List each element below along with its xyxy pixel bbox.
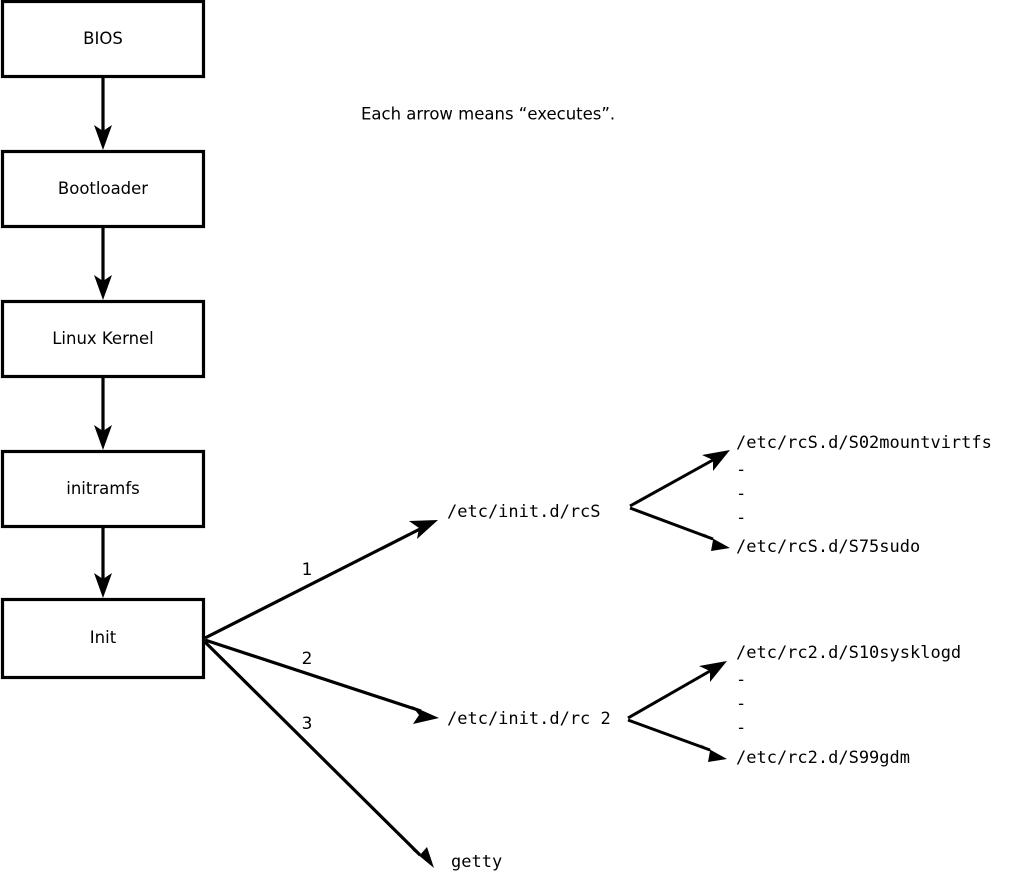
arrow-head-icon xyxy=(703,533,730,551)
node-bios[interactable]: BIOS xyxy=(0,0,206,79)
connector-bios-to-bootloader xyxy=(94,77,112,150)
node-rc2-label[interactable]: /etc/init.d/rc 2 xyxy=(447,709,611,729)
connector-rcs-to-first-script xyxy=(629,450,730,508)
arrow-head-icon xyxy=(411,847,434,868)
arrow-head-icon xyxy=(94,425,112,450)
rc2-script-last: /etc/rc2.d/S99gdm xyxy=(736,748,910,768)
arrow-head-icon xyxy=(699,661,727,682)
branch-number-2: 2 xyxy=(302,649,313,669)
connector-rc2-to-last-script xyxy=(627,718,727,762)
rcs-script-last: /etc/rcS.d/S75sudo xyxy=(736,537,920,557)
node-bootloader-label: Bootloader xyxy=(58,179,148,198)
node-initramfs-label: initramfs xyxy=(66,479,139,498)
branch-number-1: 1 xyxy=(302,560,313,580)
connector-init-to-getty xyxy=(203,640,434,868)
rcs-ellipsis-dash-2: - xyxy=(736,484,746,504)
legend-note: Each arrow means “executes”. xyxy=(361,105,615,124)
rc2-ellipsis-dash-3: - xyxy=(736,718,746,738)
connector-init-to-rc2 xyxy=(204,638,439,724)
connector-bootloader-to-kernel xyxy=(94,227,112,300)
node-linux-kernel-label: Linux Kernel xyxy=(52,329,154,348)
node-initramfs[interactable]: initramfs xyxy=(0,449,206,529)
connector-initramfs-to-init xyxy=(94,527,112,598)
arrow-head-icon xyxy=(94,125,112,150)
node-init[interactable]: Init xyxy=(0,597,206,680)
arrow-head-icon xyxy=(94,275,112,300)
arrow-head-icon xyxy=(94,573,112,598)
connector-kernel-to-initramfs xyxy=(94,377,112,450)
node-bootloader[interactable]: Bootloader xyxy=(0,149,206,229)
node-bios-label: BIOS xyxy=(83,29,123,48)
rcs-ellipsis-dash-1: - xyxy=(736,460,746,480)
rc2-ellipsis-dash-1: - xyxy=(736,670,746,690)
connector-rcs-to-last-script xyxy=(629,506,730,551)
rcs-ellipsis-dash-3: - xyxy=(736,508,746,528)
rcs-script-first: /etc/rcS.d/S02mountvirtfs xyxy=(736,433,992,453)
rc2-ellipsis-dash-2: - xyxy=(736,694,746,714)
arrow-head-icon xyxy=(409,520,438,539)
rc2-script-first: /etc/rc2.d/S10sysklogd xyxy=(736,643,961,663)
node-rcs-label[interactable]: /etc/init.d/rcS xyxy=(447,502,601,522)
node-getty-label[interactable]: getty xyxy=(451,852,502,872)
connector-rc2-to-first-script xyxy=(627,661,727,720)
arrow-head-icon xyxy=(412,706,439,724)
node-linux-kernel[interactable]: Linux Kernel xyxy=(0,299,206,379)
branch-number-3: 3 xyxy=(302,714,313,734)
arrow-head-icon xyxy=(700,744,727,762)
connector-init-to-rcs xyxy=(204,520,438,640)
arrow-head-icon xyxy=(702,450,730,471)
node-init-label: Init xyxy=(90,628,117,647)
